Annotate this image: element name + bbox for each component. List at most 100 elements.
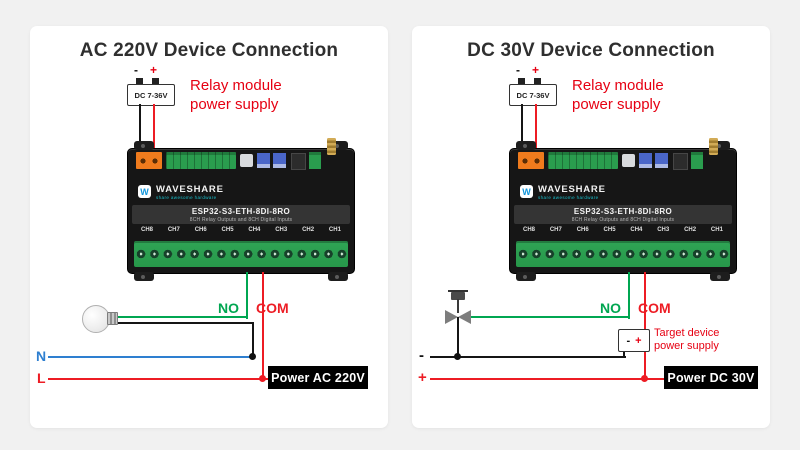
usb-port [273, 153, 286, 168]
solenoid-valve-stem [457, 299, 459, 313]
minus-line [430, 356, 626, 358]
light-bulb-base [107, 312, 118, 325]
waveshare-logo-icon [138, 185, 151, 198]
channel-label: CH2 [684, 227, 697, 233]
channel-label: CH8 [141, 227, 154, 233]
plus-label: + [418, 369, 427, 386]
bulb-return-wire [252, 322, 254, 359]
junction-dot [249, 353, 256, 360]
channel-label: CH8 [523, 227, 536, 233]
channel-label: CH2 [302, 227, 315, 233]
target-psu-connector-icon: - + [618, 329, 650, 352]
panel-title: AC 220V Device Connection [79, 40, 339, 61]
no-label: NO [218, 300, 239, 316]
psu-minus-wire [139, 104, 141, 150]
psu-plus-wire [535, 104, 537, 150]
channel-label: CH5 [221, 227, 234, 233]
power-terminal-block [518, 152, 544, 169]
bulb-return-wire [114, 322, 254, 324]
no-wire [470, 316, 630, 318]
minus-label: - [419, 347, 424, 364]
live-line [48, 378, 268, 380]
dc-connection-panel: DC 30V Device Connection Relay module po… [412, 26, 770, 428]
light-bulb-icon [82, 305, 110, 333]
solenoid-valve-icon [448, 290, 468, 292]
antenna-connector-icon [327, 138, 336, 155]
com-label: COM [638, 300, 671, 316]
power-source-badge: Power AC 220V [268, 366, 368, 389]
mounting-ear [134, 141, 154, 150]
power-source-badge: Power DC 30V [664, 366, 758, 389]
channel-label: CH6 [194, 227, 207, 233]
com-label: COM [256, 300, 289, 316]
channel-label: CH6 [576, 227, 589, 233]
junction-dot [259, 375, 266, 382]
target-psu-annotation: Target device power supply [654, 327, 720, 352]
mounting-ear [516, 141, 536, 150]
psu-connector-icon: DC 7-36V [127, 84, 175, 106]
power-terminal-block [136, 152, 162, 169]
ethernet-port [257, 153, 270, 168]
psu-minus-label: - [134, 63, 138, 77]
relay-output-terminal-block [516, 241, 730, 267]
channel-label: CH4 [248, 227, 261, 233]
terminal-block-small [309, 152, 321, 169]
mounting-ear [710, 141, 730, 150]
digital-input-terminal-block [166, 152, 236, 169]
model-bar: ESP32-S3-ETH-8DI-8RO 8CH Relay Outputs a… [514, 205, 732, 224]
mounting-ear [516, 272, 536, 281]
psu-minus-wire [521, 104, 523, 150]
model-bar: ESP32-S3-ETH-8DI-8RO 8CH Relay Outputs a… [132, 205, 350, 224]
mounting-ear [328, 141, 348, 150]
component-chip [240, 154, 253, 167]
brand-name: WAVESHARE [156, 184, 224, 195]
junction-dot [454, 353, 461, 360]
plus-line [430, 378, 664, 380]
neutral-label: N [36, 348, 47, 364]
ac-connection-panel: AC 220V Device Connection Relay module p… [30, 26, 388, 428]
model-subtitle: 8CH Relay Outputs and 8CH Digital Inputs [189, 217, 293, 223]
channel-label: CH5 [603, 227, 616, 233]
junction-dot [641, 375, 648, 382]
psu-minus-label: - [516, 63, 520, 77]
neutral-line [48, 356, 254, 358]
solenoid-valve-body [445, 310, 458, 324]
channel-label: CH7 [549, 227, 562, 233]
minus-line-stub [623, 350, 625, 357]
target-plus-label: + [635, 334, 642, 347]
mounting-ear [710, 272, 730, 281]
model-subtitle: 8CH Relay Outputs and 8CH Digital Inputs [571, 217, 675, 223]
psu-plus-wire [153, 104, 155, 150]
relay-output-terminal-block [134, 241, 348, 267]
io-port [291, 153, 306, 170]
ethernet-port [639, 153, 652, 168]
channel-label: CH1 [328, 227, 341, 233]
relay-psu-annotation: Relay module power supply [190, 77, 282, 113]
io-port [673, 153, 688, 170]
psu-pin-minus [136, 78, 143, 84]
channel-label: CH4 [630, 227, 643, 233]
live-label: L [37, 370, 46, 386]
com-wire [262, 272, 264, 381]
terminal-block-small [691, 152, 703, 169]
no-label: NO [600, 300, 621, 316]
relay-module: WAVESHARE share awesome hardware ESP32-S… [509, 138, 737, 281]
psu-voltage-label: DC 7-36V [516, 90, 550, 100]
channel-label: CH1 [710, 227, 723, 233]
psu-plus-label: + [532, 63, 540, 77]
waveshare-logo-icon [520, 185, 533, 198]
valve-return-wire [457, 317, 459, 359]
psu-pin-minus [518, 78, 525, 84]
channel-label: CH3 [275, 227, 288, 233]
mounting-ear [134, 272, 154, 281]
brand-tagline: share awesome hardware [538, 195, 599, 200]
psu-plus-label: + [150, 63, 158, 77]
usb-port [655, 153, 668, 168]
no-wire [628, 272, 630, 319]
panel-title: DC 30V Device Connection [467, 40, 715, 61]
antenna-connector-icon [709, 138, 718, 155]
channel-label: CH7 [167, 227, 180, 233]
psu-pin-plus [534, 78, 541, 84]
no-wire [246, 272, 248, 319]
solenoid-valve-actuator [451, 292, 465, 300]
